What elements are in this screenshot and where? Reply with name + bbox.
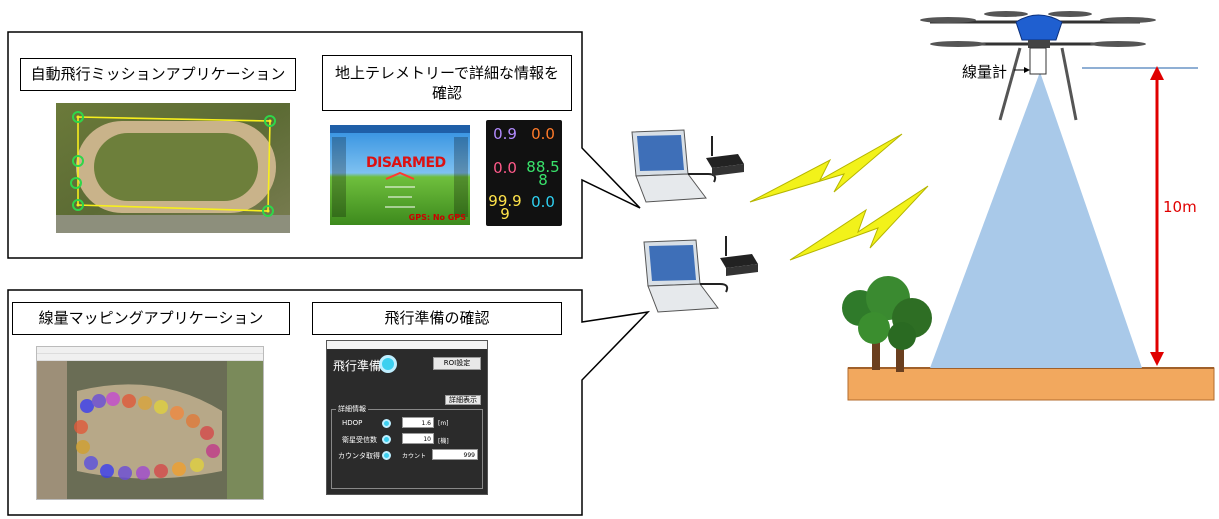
tree-icon [842, 276, 932, 372]
mapping-app-toolbar [37, 354, 263, 361]
detail-info-group-label: 詳細情報 [336, 404, 368, 414]
quick-values-panel: 0.9 0.0 0.0 88.5 8 99.9 9 0.0 [486, 120, 562, 226]
detail-info-group: 詳細情報 HDOP 1.6 [m] 衛星受信数 10 [機] カウンタ取得 カウ… [331, 404, 483, 489]
quick-value: 0.0 [493, 159, 517, 177]
quick-value-cell: 0.0 [524, 122, 562, 157]
mission-app-label-text: 自動飛行ミッションアプリケーション [30, 65, 286, 84]
quick-value-cell: 0.9 [486, 122, 524, 157]
quick-value: 99.9 9 [488, 192, 522, 223]
mapping-app-menubar [37, 347, 263, 354]
detail-view-button[interactable]: 詳細表示 [445, 395, 481, 405]
telemetry-label-line1: 地上テレメトリーで詳細な情報を [334, 63, 560, 82]
router-icon [706, 136, 744, 176]
dose-map-image [37, 361, 263, 499]
drone-icon [920, 11, 1156, 121]
hdop-label: HDOP [342, 419, 363, 427]
hud-gps: GPS: No GPS [408, 213, 466, 222]
telemetry-hud: DISARMED GPS: No GPS [330, 125, 470, 225]
quick-value: 0.0 [531, 193, 555, 211]
roi-settings-button[interactable]: ROI設定 [433, 357, 481, 370]
mapping-app-label-text: 線量マッピングアプリケーション [38, 309, 264, 328]
quick-value-cell: 0.0 [486, 156, 524, 191]
radiation-beam [930, 72, 1142, 368]
mission-map-image [56, 103, 290, 233]
flight-prep-window: 飛行準備 ROI設定 詳細表示 詳細情報 HDOP 1.6 [m] 衛星受信数 … [326, 340, 488, 495]
quick-value-cell: 88.5 8 [524, 156, 562, 191]
hdop-unit: [m] [438, 420, 449, 427]
hdop-indicator [382, 419, 391, 428]
radio-link-icon [749, 133, 903, 203]
count-value: 999 [432, 449, 478, 460]
prep-heading: 飛行準備 [333, 359, 382, 373]
telemetry-label-line2: 確認 [431, 84, 462, 102]
counter-indicator [382, 451, 391, 460]
count-label: カウント [402, 453, 427, 460]
prep-check-label-text: 飛行準備の確認 [384, 309, 490, 328]
prep-status-indicator [379, 355, 397, 373]
hud-status: DISARMED [366, 155, 446, 171]
hud-overlay [330, 125, 470, 217]
quick-value: 0.0 [531, 125, 555, 143]
prep-check-label: 飛行準備の確認 [312, 302, 562, 335]
quick-value-cell: 99.9 9 [486, 190, 524, 225]
counter-acquire-label: カウンタ取得 [338, 452, 380, 460]
mapping-app-label: 線量マッピングアプリケーション [12, 302, 290, 335]
quick-value-cell: 0.0 [524, 190, 562, 225]
laptop-icon [631, 129, 717, 203]
mapping-app-window [36, 346, 264, 500]
prep-titlebar [327, 341, 487, 349]
satellite-indicator [382, 435, 391, 444]
laptop-icon [643, 239, 729, 313]
dosimeter-label: 線量計 [962, 63, 1008, 81]
drone-scene [842, 11, 1215, 401]
satellite-count-label: 衛星受信数 [342, 436, 377, 444]
mission-app-label: 自動飛行ミッションアプリケーション [20, 58, 296, 91]
height-label: 10m [1163, 198, 1197, 216]
quick-value: 0.9 [493, 125, 517, 143]
satellite-count-value: 10 [402, 433, 434, 444]
satellite-count-unit: [機] [438, 438, 449, 445]
radio-link-icon [789, 185, 929, 261]
telemetry-label: 地上テレメトリーで詳細な情報を 確認 [322, 55, 572, 111]
hdop-value: 1.6 [402, 417, 434, 428]
router-icon [720, 236, 758, 276]
ground-station-illustration [631, 129, 929, 313]
quick-value: 88.5 8 [526, 158, 560, 189]
